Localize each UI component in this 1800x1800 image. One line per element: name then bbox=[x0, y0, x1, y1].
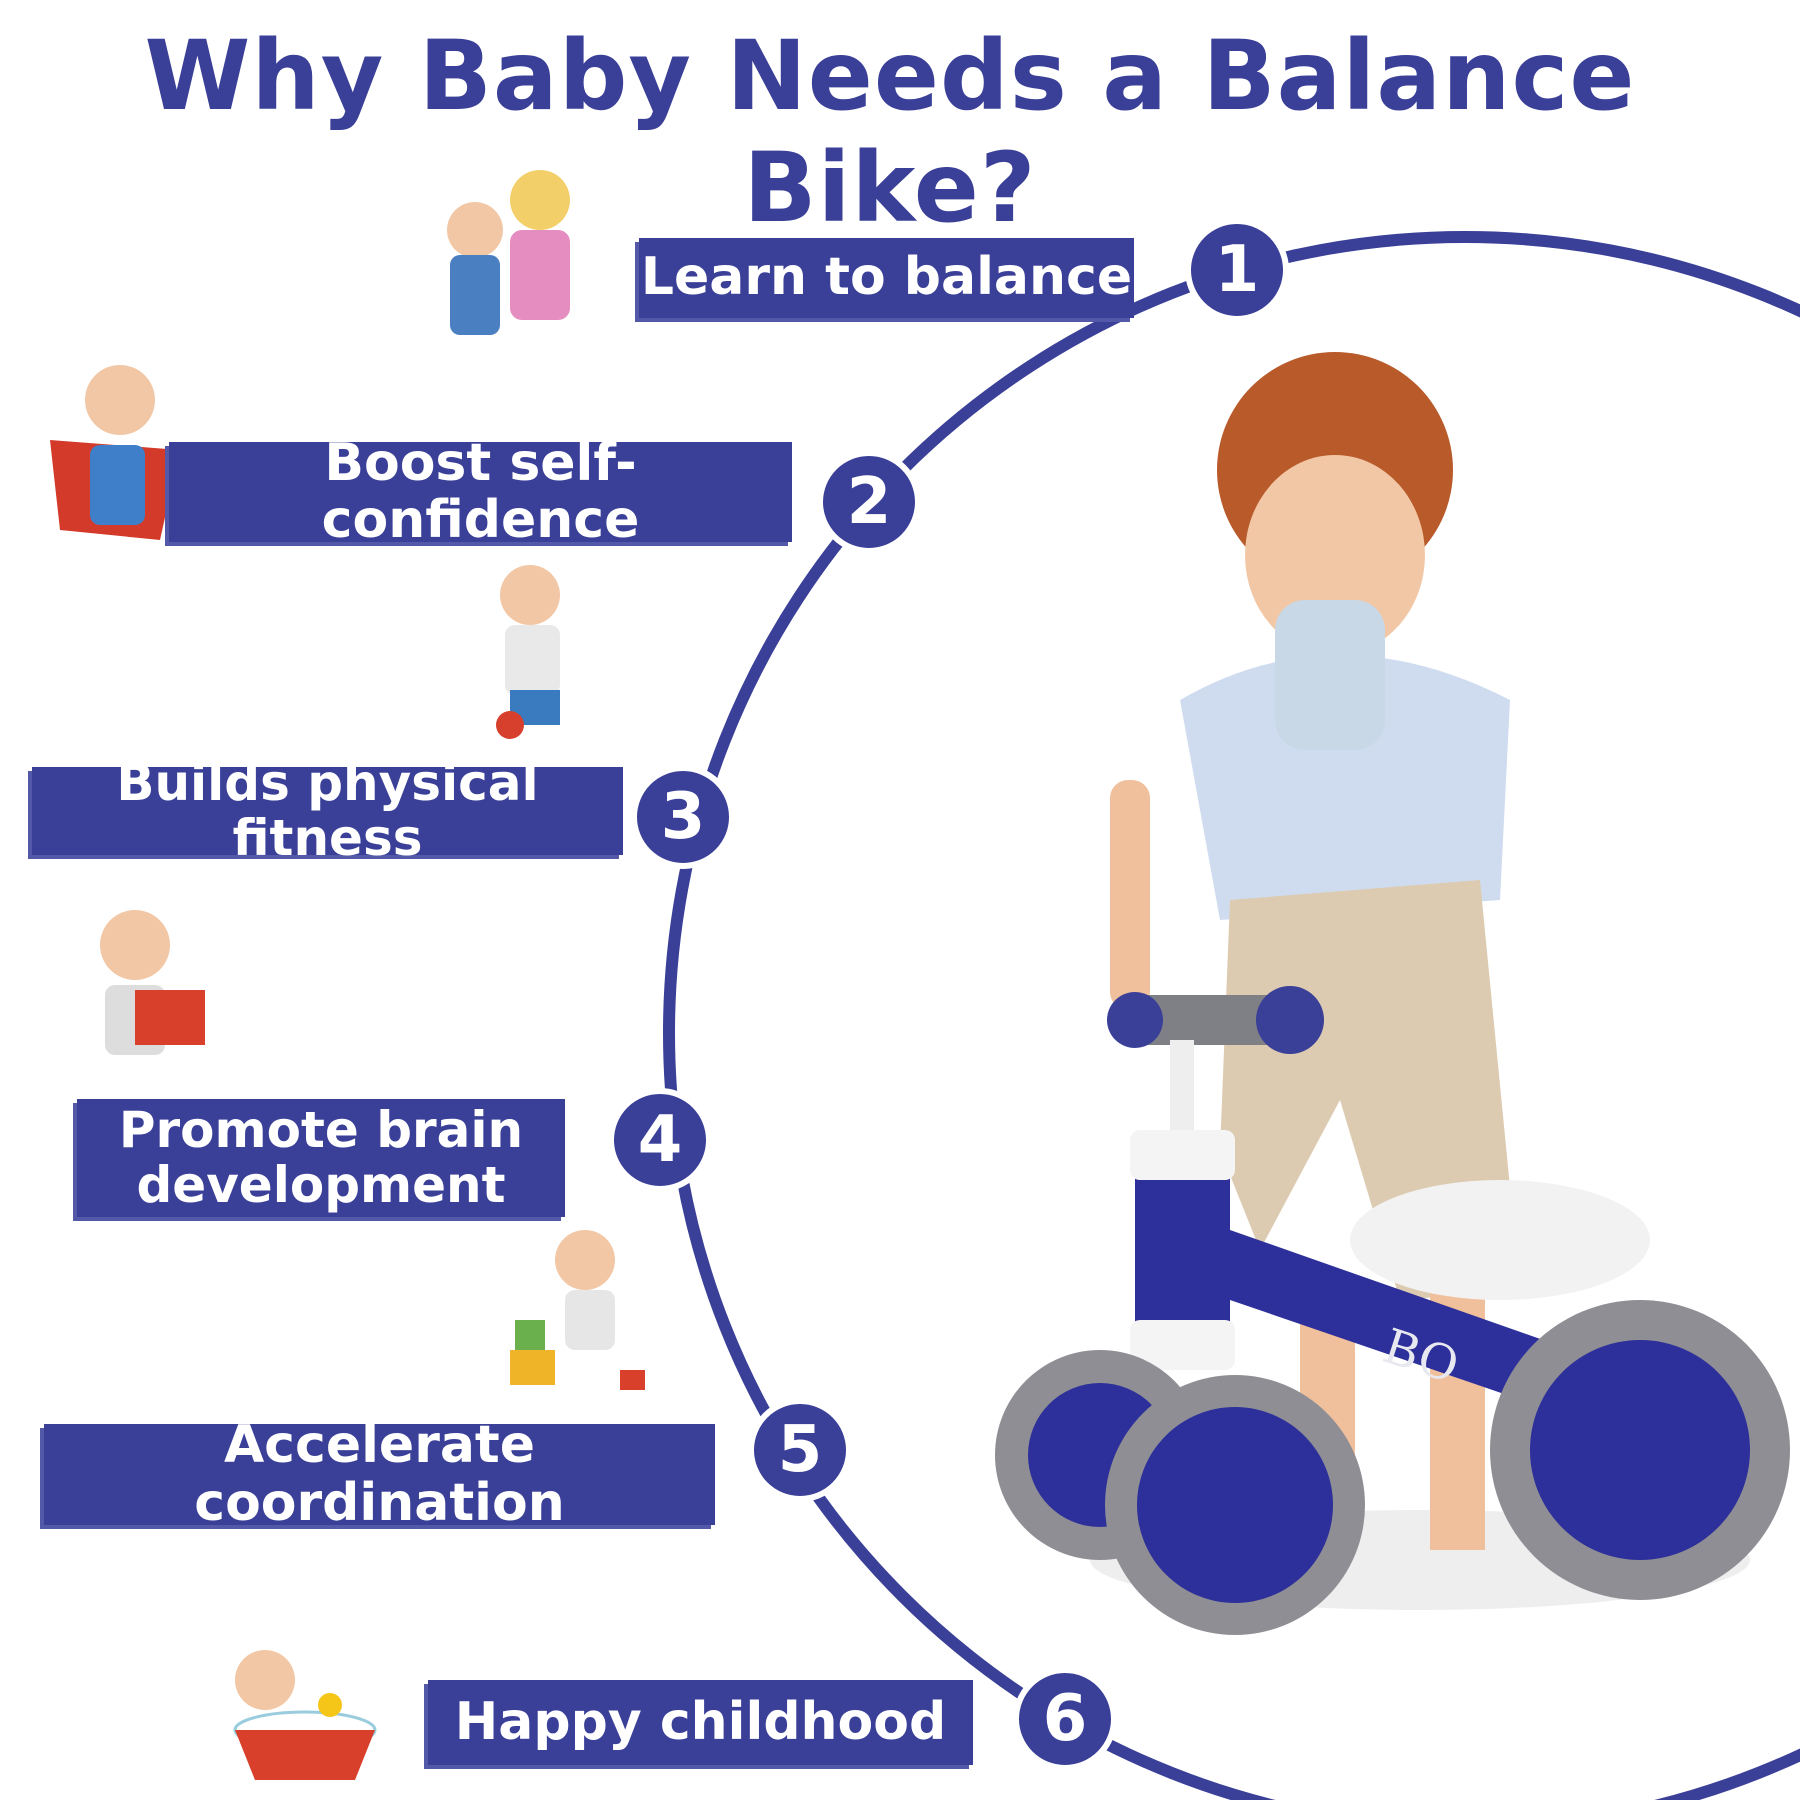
step-number-1: 1 bbox=[1185, 218, 1289, 322]
hugging-kids-illustration bbox=[447, 170, 570, 335]
ball-kid-illustration bbox=[496, 565, 560, 739]
step-number-6: 6 bbox=[1013, 1667, 1117, 1771]
step-label-3: Builds physical fitness bbox=[32, 756, 623, 866]
step-label-4: Promote brain development bbox=[77, 1099, 565, 1217]
step-number-3: 3 bbox=[631, 765, 735, 869]
building-blocks-kid-illustration bbox=[510, 1230, 645, 1390]
page-title: Why Baby Needs a Balance Bike? bbox=[144, 20, 1636, 244]
superhero-kid-illustration bbox=[50, 365, 180, 540]
reading-kid-illustration bbox=[100, 910, 205, 1055]
step-number-2: 2 bbox=[817, 450, 921, 554]
step-label-5: Accelerate coordination bbox=[44, 1417, 715, 1531]
step-number-5: 5 bbox=[748, 1398, 852, 1502]
step-label-1: Learn to balance bbox=[639, 238, 1134, 318]
bath-kid-illustration bbox=[233, 1650, 377, 1780]
step-label-2: Boost self-confidence bbox=[169, 434, 792, 549]
step-number-4: 4 bbox=[608, 1088, 712, 1192]
step-label-6: Happy childhood bbox=[428, 1680, 973, 1765]
